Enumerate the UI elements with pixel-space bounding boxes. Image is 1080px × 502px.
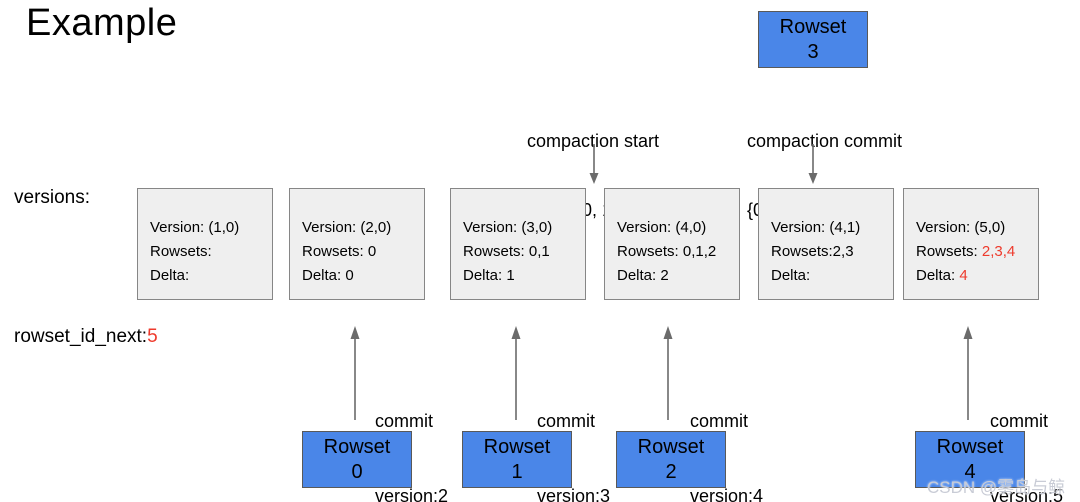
rowset-box-2-name: Rowset [637,435,705,458]
version-box-5: Version: (4,1) Rowsets:2,3 Delta: [758,188,894,300]
rowset-box-4-id: 4 [964,460,976,483]
rowset-box-3-name: Rowset [779,15,847,38]
versions-label: versions: [14,187,91,208]
rowsets-line: Rowsets: [150,243,212,260]
rowset-box-1-name: Rowset [483,435,551,458]
rowset-id-next: rowset_id_next:5 [14,326,158,348]
delta-line: Delta: 0 [302,267,354,284]
version-box-4: Version: (4,0) Rowsets: 0,1,2 Delta: 2 [604,188,740,300]
rowset-box-1-id: 1 [511,460,523,483]
page-title: Example [26,2,178,44]
rowset-box-0-name: Rowset [323,435,391,458]
version-box-6: Version: (5,0) Rowsets: 2,3,4 Delta: 4 [903,188,1039,300]
rowsets-line: Rowsets: 0,1,2 [617,243,717,260]
commit-note-version-4: commit version:4 [690,411,764,502]
delta-line: Delta: [771,267,811,284]
version-line: Version: (1,0) [150,219,240,236]
rowsets-line: Rowsets: 0,1 [463,243,550,260]
rowset-box-0: Rowset 0 [302,431,412,488]
commit-arrow-up-icon [510,326,522,420]
commit-arrow-up-icon [962,326,974,420]
watermark: CSDN @雾岛与鲸 [927,478,1066,497]
commit-note-version-5: commit version:5 [990,411,1064,502]
version-line: Version: (2,0) [302,219,392,236]
rowset-box-3-id: 3 [807,40,819,63]
delta-line: Delta: [150,267,190,284]
commit-arrow-up-icon [662,326,674,420]
version-line: Version: (4,1) [771,219,861,236]
rowset-box-3: Rowset 3 [758,11,868,68]
compaction-commit-arrow-down-icon [807,144,819,184]
rowsets-line: Rowsets:2,3 [771,243,854,260]
version-box-3: Version: (3,0) Rowsets: 0,1 Delta: 1 [450,188,586,300]
compaction-start-line1: compaction start [527,131,660,151]
commit-note-version-2: commit version:2 [375,411,449,502]
rowset-box-4-name: Rowset [936,435,1004,458]
rowset-box-1: Rowset 1 [462,431,572,488]
rowset-box-2-id: 2 [665,460,677,483]
rowset-box-4: Rowset 4 [915,431,1025,488]
delta-line: Delta: 1 [463,267,515,284]
rowset-box-0-id: 0 [351,460,363,483]
version-line: Version: (4,0) [617,219,707,236]
rowsets-line: Rowsets: 0 [302,243,377,260]
commit-arrow-up-icon [349,326,361,420]
rowset-id-next-label: rowset_id_next: [14,326,148,347]
delta-line: Delta: 4 [916,267,968,284]
compaction-commit-line1: compaction commit [747,131,903,151]
version-box-1: Version: (1,0) Rowsets: Delta: [137,188,273,300]
rowset-id-next-value: 5 [147,326,158,347]
version-box-2: Version: (2,0) Rowsets: 0 Delta: 0 [289,188,425,300]
version-line: Version: (3,0) [463,219,553,236]
commit-note-version-3: commit version:3 [537,411,611,502]
compaction-start-arrow-down-icon [588,144,600,184]
delta-line: Delta: 2 [617,267,669,284]
rowset-box-2: Rowset 2 [616,431,726,488]
rowsets-line: Rowsets: 2,3,4 [916,243,1016,260]
version-line: Version: (5,0) [916,219,1006,236]
